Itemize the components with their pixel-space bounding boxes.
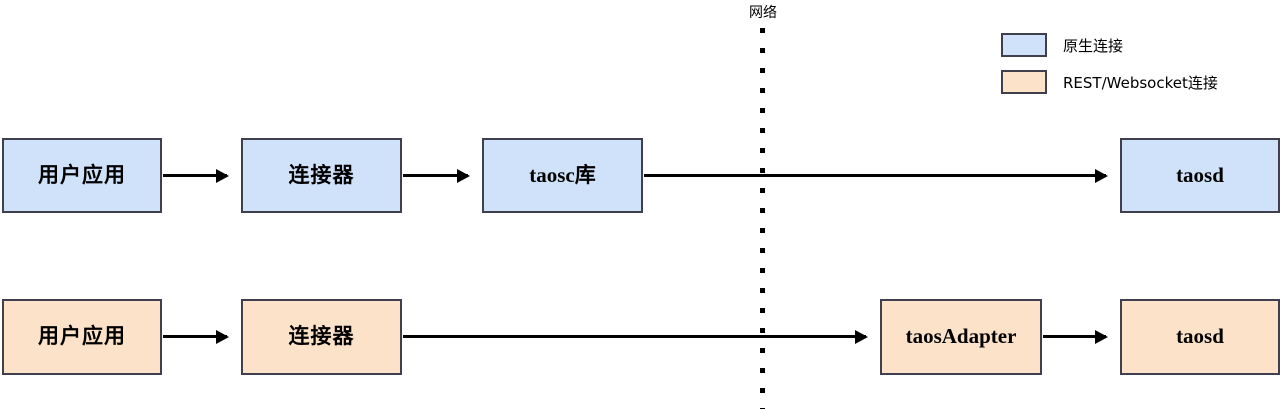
node-label: 连接器: [288, 324, 355, 349]
node-label: taosd: [1176, 162, 1224, 187]
node-native-taosc-lib[interactable]: taosc库: [482, 138, 643, 213]
node-label: 用户应用: [38, 324, 126, 349]
legend-swatch-native-icon: [1001, 33, 1047, 57]
node-label: taosd: [1176, 324, 1224, 349]
legend-item-native: 原生连接: [1001, 30, 1218, 60]
network-divider-line: [760, 28, 765, 409]
node-native-connector[interactable]: 连接器: [241, 138, 402, 213]
arrow-native-taosc-to-taosd: [644, 174, 1106, 177]
node-native-user-app[interactable]: 用户应用: [2, 138, 162, 213]
node-rest-connector[interactable]: 连接器: [241, 299, 402, 375]
legend-item-rest: REST/Websocket连接: [1001, 67, 1218, 97]
node-rest-taosadapter[interactable]: taosAdapter: [880, 299, 1042, 375]
network-divider-label: 网络: [749, 5, 777, 21]
node-label: 连接器: [288, 162, 355, 187]
arrow-native-userapp-to-connector: [163, 174, 227, 177]
node-label: taosc库: [529, 162, 596, 187]
legend-swatch-rest-icon: [1001, 70, 1047, 94]
arrow-native-connector-to-taosc: [403, 174, 468, 177]
node-label: 用户应用: [38, 162, 126, 187]
legend: 原生连接 REST/Websocket连接: [1001, 30, 1218, 104]
node-native-taosd[interactable]: taosd: [1120, 138, 1280, 213]
legend-label: 原生连接: [1063, 36, 1124, 55]
arrow-rest-connector-to-taosadapter: [403, 335, 866, 338]
node-rest-user-app[interactable]: 用户应用: [2, 299, 162, 375]
arrow-rest-taosadapter-to-taosd: [1043, 335, 1106, 338]
node-label: taosAdapter: [905, 324, 1017, 349]
node-rest-taosd[interactable]: taosd: [1120, 299, 1280, 375]
arrow-rest-userapp-to-connector: [163, 335, 227, 338]
legend-label: REST/Websocket连接: [1063, 73, 1218, 92]
